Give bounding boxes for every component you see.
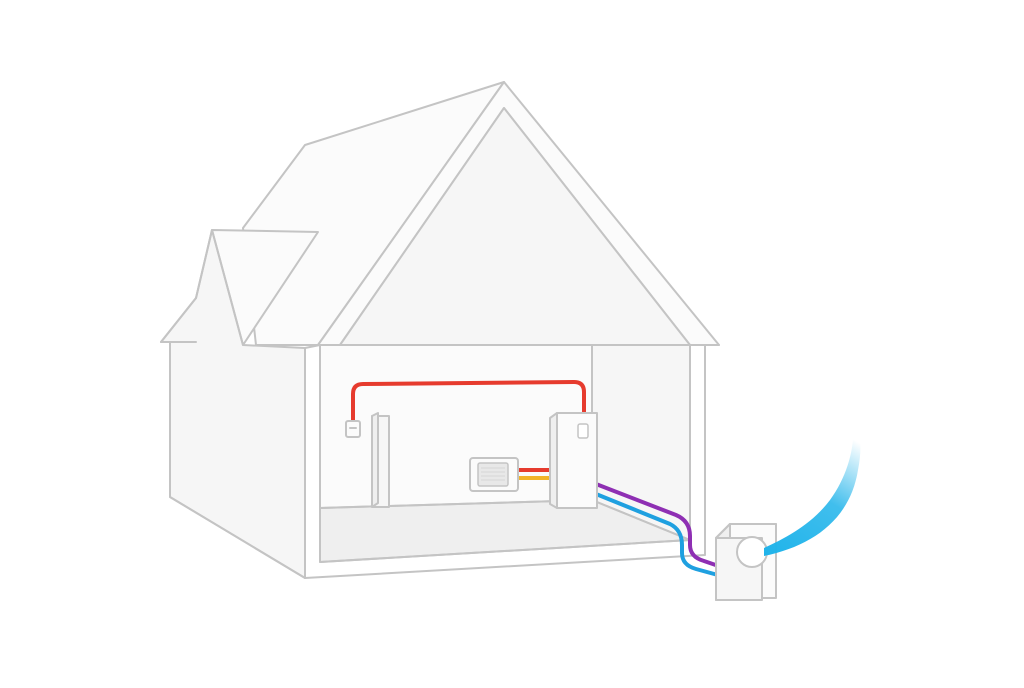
thermostat-icon [345, 420, 361, 438]
air-handler-icon [549, 412, 598, 509]
refrigerant-line-purple [594, 482, 738, 574]
control-wire-red [351, 380, 586, 424]
indoor-unit-icon [371, 412, 390, 508]
house-cutaway-icon [160, 81, 720, 579]
refrigerant-line-blue [594, 492, 738, 582]
main-roof [242, 81, 505, 346]
airflow-swoosh-icon [764, 408, 861, 556]
outdoor-heat-pump-icon [715, 523, 777, 601]
control-panel-icon [469, 457, 519, 492]
